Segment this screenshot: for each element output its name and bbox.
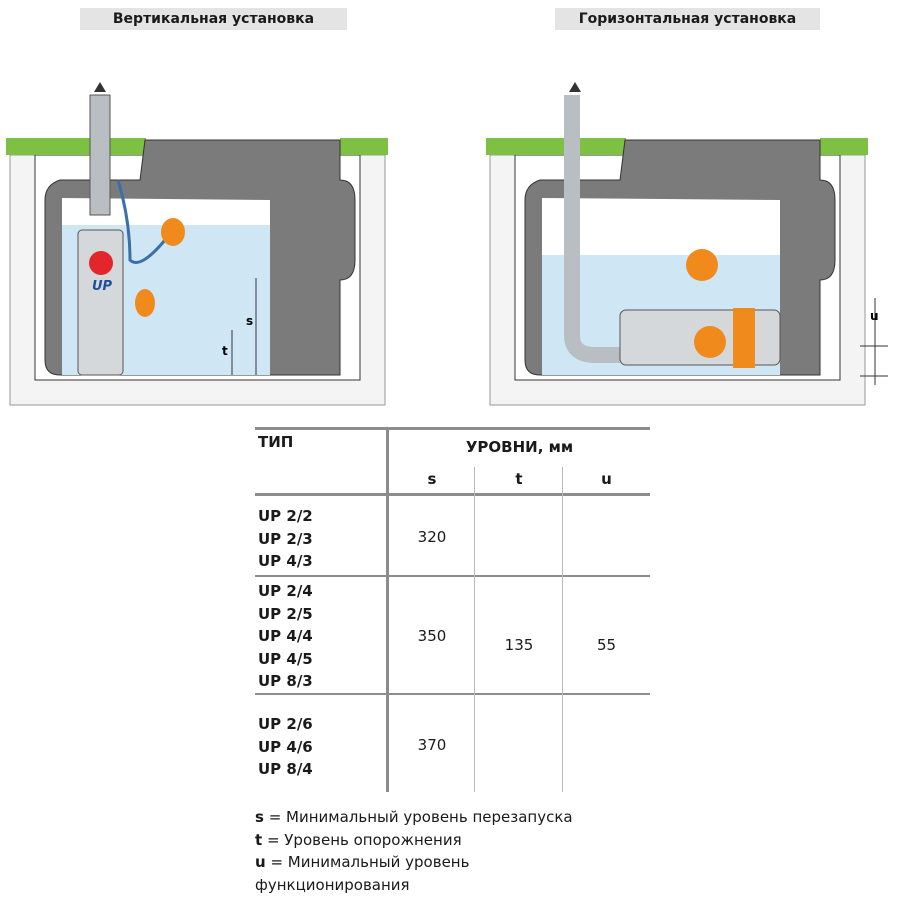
divider <box>255 427 650 430</box>
vertical-caption: Вертикальная установка <box>80 8 347 30</box>
model: UP 4/6 <box>258 737 313 756</box>
legend-key: s <box>255 808 264 826</box>
float-cable <box>116 179 167 264</box>
grass-right <box>340 138 388 155</box>
divider <box>255 575 650 577</box>
legend-key: u <box>255 853 266 871</box>
legend-text: = Минимальный уровень функционирования <box>255 853 470 894</box>
discharge-pipe <box>89 94 111 216</box>
s-value: 350 <box>417 627 447 645</box>
discharge-pipe <box>564 95 620 363</box>
s-label: s <box>246 314 253 328</box>
model: UP 8/4 <box>258 760 313 778</box>
arrow-up-icon <box>94 82 106 92</box>
u-value: 55 <box>596 636 617 654</box>
legend-text: = Уровень опорожнения <box>266 830 462 849</box>
legend-text: = Минимальный уровень перезапуска <box>268 808 573 826</box>
tank-air <box>542 198 780 255</box>
u-label: u <box>870 309 879 323</box>
divider <box>255 693 650 695</box>
legend-key: t <box>255 830 263 849</box>
model: UP 2/3 <box>258 529 313 548</box>
table-row-group-1: UP 2/2 UP 2/3 UP 4/3 <box>258 505 313 573</box>
legend-u: u = Минимальный уровень функционирования <box>255 851 495 896</box>
pump-logo: UP <box>92 279 113 294</box>
horizontal-caption: Горизонтальная установка <box>555 8 820 30</box>
pump-logo-circle <box>89 251 113 275</box>
grass-right <box>820 138 868 155</box>
model: UP 4/5 <box>258 649 313 668</box>
table-row-group-3: UP 2/6 UP 4/6 UP 8/4 <box>258 713 313 781</box>
col-u: u <box>601 470 612 488</box>
model: UP 2/5 <box>258 604 313 623</box>
t-value: 135 <box>504 636 534 654</box>
col-s: s <box>427 470 437 488</box>
legend: s = Минимальный уровень перезапуска t = … <box>255 806 573 896</box>
float-top <box>686 249 718 281</box>
model: UP 4/4 <box>258 627 313 645</box>
vertical-installation-diagram: UP s t <box>6 82 388 406</box>
s-value: 370 <box>417 736 447 754</box>
table-row-group-2: UP 2/4 UP 2/5 UP 4/4 UP 4/5 UP 8/3 <box>258 580 313 693</box>
divider <box>474 467 475 792</box>
model: UP 2/6 <box>258 715 313 733</box>
pump-motor-cap <box>733 308 755 368</box>
col-t: t <box>515 470 523 488</box>
t-label: t <box>222 344 228 358</box>
model: UP 4/3 <box>258 552 313 570</box>
s-value: 320 <box>417 528 447 546</box>
model: UP 2/2 <box>258 507 313 525</box>
horizontal-installation-diagram: u <box>486 82 888 406</box>
legend-t: t = Уровень опорожнения <box>255 829 573 852</box>
tank-air <box>62 198 270 225</box>
legend-s: s = Минимальный уровень перезапуска <box>255 806 573 829</box>
grass-left <box>486 138 626 155</box>
grass-left <box>6 138 146 155</box>
type-header: ТИП <box>258 433 294 451</box>
float-bottom <box>694 326 726 358</box>
float-top <box>161 218 185 246</box>
levels-header: УРОВНИ, мм <box>465 438 574 456</box>
divider <box>562 467 563 792</box>
float-bottom <box>135 289 155 317</box>
arrow-up-icon <box>569 82 581 92</box>
model: UP 8/3 <box>258 672 313 690</box>
divider <box>255 493 650 496</box>
levels-table: ТИП УРОВНИ, мм s t u UP 2/2 UP 2/3 UP 4/… <box>255 427 650 792</box>
divider <box>386 427 389 792</box>
model: UP 2/4 <box>258 582 313 600</box>
